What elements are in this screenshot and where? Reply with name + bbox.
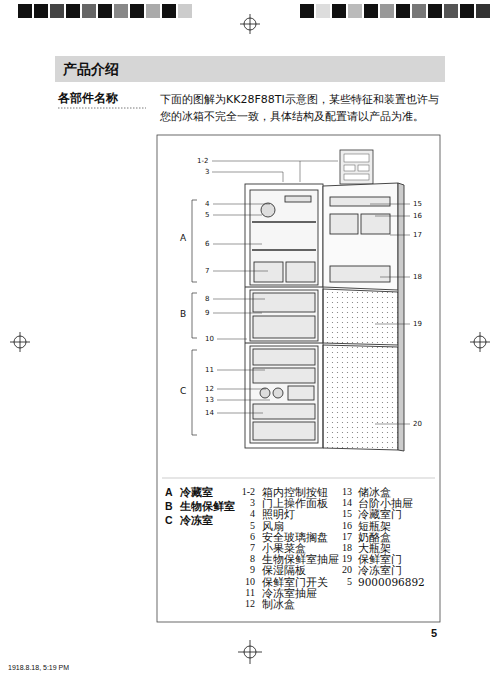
- part-name: 冷藏室门: [358, 508, 402, 521]
- callout-number: 7: [205, 267, 209, 275]
- legend-number: 20: [326, 564, 352, 576]
- callout-number: 1-2: [197, 157, 208, 165]
- part-name: 奶酪盒: [358, 531, 391, 544]
- legend-number: 11: [229, 587, 255, 599]
- fridge-door: [323, 183, 404, 451]
- legend-number: 5: [326, 576, 352, 588]
- legend-number: 3: [229, 497, 255, 509]
- legend-letter: C: [165, 514, 173, 527]
- legend-number: 6: [229, 531, 255, 543]
- part-name: 小果菜盒: [262, 542, 306, 555]
- legend-number: 16: [326, 520, 352, 532]
- page-number: 5: [431, 627, 437, 640]
- part-name: 保鲜室门开关: [262, 576, 328, 589]
- legend-number: 8: [229, 553, 255, 565]
- part-name: 大瓶架: [358, 542, 391, 555]
- separator-line: [162, 478, 435, 479]
- section-heading: 各部件名称: [58, 91, 118, 105]
- callout-number: 11: [205, 366, 214, 374]
- legend-number: 13: [326, 486, 352, 498]
- registration-bar: [18, 4, 490, 18]
- section-letter: B: [180, 309, 186, 320]
- part-name: 保鲜室门: [358, 553, 402, 566]
- section-letter: C: [180, 386, 186, 397]
- callout-number: 20: [413, 420, 422, 428]
- section-name: 冷冻室: [180, 514, 213, 527]
- figure-frame: [157, 135, 440, 622]
- callout-number: 16: [413, 212, 422, 220]
- legend-number: 9: [229, 564, 255, 576]
- header-band: 产品介绍: [55, 56, 445, 82]
- legend-number: 14: [326, 497, 352, 509]
- section-letter: A: [180, 233, 186, 244]
- legend-number: 17: [326, 531, 352, 543]
- legend-number: 5: [229, 520, 255, 532]
- legend-number: 10: [229, 576, 255, 588]
- part-name: 门上操作面板: [262, 497, 328, 510]
- callout-number: 19: [413, 320, 422, 328]
- callout-number: 9: [205, 309, 209, 317]
- part-name: 制冰盒: [262, 598, 295, 611]
- leader-line: [212, 161, 410, 424]
- callout-number: 18: [413, 273, 422, 281]
- intro-text: 下面的图解为KK28F88TI示意图，某些特征和装置也许与您的冰箱不完全一致，具…: [160, 91, 445, 125]
- heading-underline: [58, 108, 146, 109]
- part-name: 9000096892: [358, 576, 425, 589]
- callout-number: 12: [205, 385, 214, 393]
- section-name: 冷藏室: [180, 486, 213, 499]
- part-name: 储冰盒: [358, 486, 391, 499]
- legend-letter: B: [165, 500, 173, 513]
- legend-number: 1-2: [229, 486, 255, 498]
- callout-number: 14: [205, 409, 214, 417]
- legend-number: 15: [326, 508, 352, 520]
- part-name: 冷冻室抽屉: [262, 587, 317, 600]
- control-panel-icon: [340, 150, 373, 184]
- legend-letter: A: [165, 486, 173, 499]
- part-name: 风扇: [262, 520, 284, 533]
- part-name: 生物保鲜室抽屉: [262, 553, 339, 566]
- callout-number: 6: [205, 240, 209, 248]
- print-footer: 1918.8.18, 5:19 PM: [8, 664, 69, 672]
- part-name: 台阶小抽屉: [358, 497, 413, 510]
- legend-number: 7: [229, 542, 255, 554]
- callout-number: 5: [205, 211, 209, 219]
- part-name: 安全玻璃搁盘: [262, 531, 328, 544]
- callout-number: 8: [205, 295, 209, 303]
- part-name: 冷冻室门: [358, 564, 402, 577]
- section-bracket: [192, 200, 197, 435]
- legend-number: 12: [229, 598, 255, 610]
- part-name: 照明灯: [262, 508, 295, 521]
- callout-number: 3: [205, 168, 209, 176]
- callout-number: 17: [413, 231, 422, 239]
- part-name: 短瓶架: [358, 520, 391, 533]
- callout-number: 10: [205, 335, 214, 343]
- callout-number: 4: [205, 200, 209, 208]
- fridge-body: [245, 184, 323, 448]
- legend-number: 19: [326, 553, 352, 565]
- callout-number: 13: [205, 396, 214, 404]
- part-name: 保湿隔板: [262, 564, 306, 577]
- callout-number: 15: [413, 200, 422, 208]
- crosshair-mark: [10, 14, 490, 664]
- header-title: 产品介绍: [63, 60, 437, 78]
- part-name: 箱内控制按钮: [262, 486, 328, 499]
- legend-number: 18: [326, 542, 352, 554]
- section-name: 生物保鲜室: [180, 500, 235, 513]
- legend-number: 4: [229, 508, 255, 520]
